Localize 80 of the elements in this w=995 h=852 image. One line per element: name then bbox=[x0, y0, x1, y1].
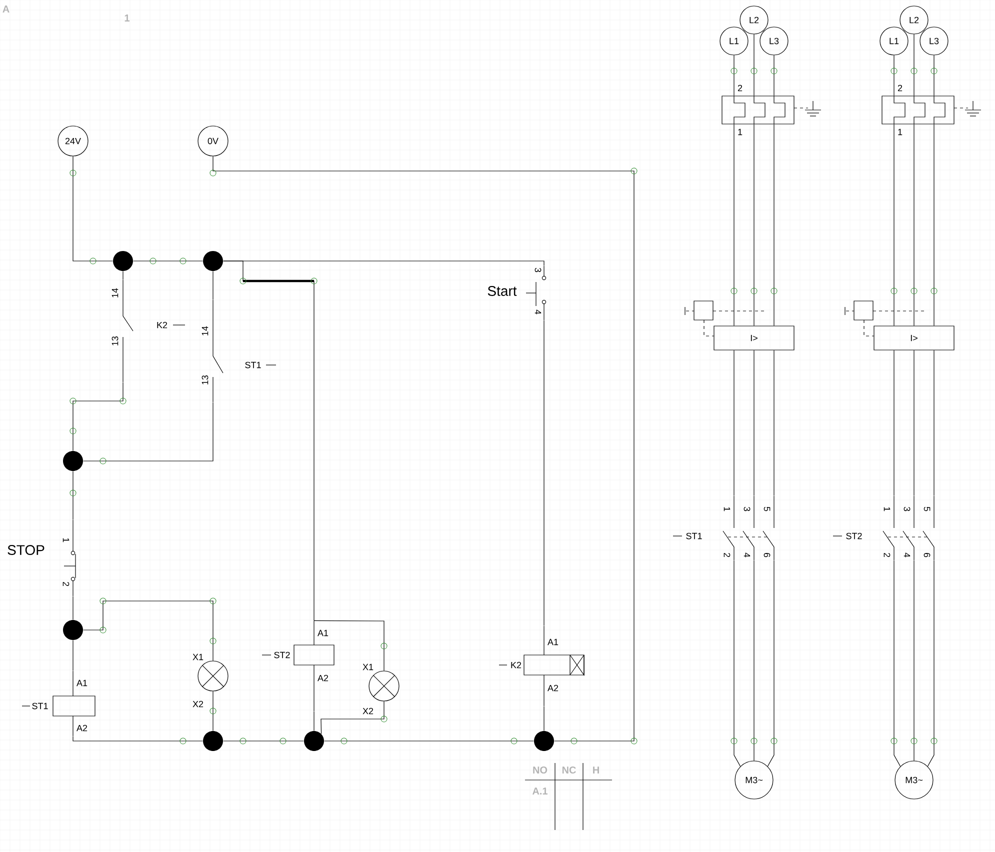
wire bbox=[72, 382, 124, 451]
wire bbox=[927, 560, 934, 767]
terminal-label: 2 bbox=[724, 552, 730, 558]
device-label: ST1 bbox=[245, 362, 276, 368]
wire bbox=[734, 560, 741, 767]
wire bbox=[320, 701, 384, 734]
terminal-label: A2 bbox=[318, 674, 328, 682]
terminal-label: 1 bbox=[738, 128, 742, 136]
terminal-label: 3 bbox=[534, 268, 542, 272]
sheet-label: A bbox=[2, 6, 10, 12]
wire bbox=[212, 691, 214, 731]
row-label: A.1 bbox=[532, 788, 548, 794]
junction-dot bbox=[203, 731, 223, 751]
wire bbox=[324, 740, 534, 742]
device-label: ST2 bbox=[832, 532, 862, 540]
wire bbox=[223, 260, 314, 621]
terminal-label: 4 bbox=[904, 552, 910, 558]
junction-dot bbox=[63, 620, 83, 640]
terminal-label: X1 bbox=[362, 664, 374, 670]
junction-dot bbox=[304, 731, 324, 751]
terminal-label: 1 bbox=[884, 507, 890, 512]
terminal-label: 13 bbox=[112, 336, 118, 346]
terminal-label: 3 bbox=[904, 506, 910, 512]
device-label: Start bbox=[488, 286, 517, 296]
wire bbox=[212, 271, 214, 300]
terminal-label: 6 bbox=[764, 552, 770, 558]
sheet-label: 1 bbox=[124, 14, 130, 22]
device-label: ST1 bbox=[22, 702, 48, 710]
terminal-label: A2 bbox=[548, 684, 558, 692]
junction-dot bbox=[113, 251, 133, 271]
terminal-label: 14 bbox=[202, 326, 208, 336]
terminal-label: A1 bbox=[318, 630, 328, 636]
wire bbox=[72, 640, 74, 671]
wire bbox=[223, 740, 304, 742]
terminal-label: 6 bbox=[924, 552, 930, 558]
wire bbox=[72, 471, 74, 520]
column-heading: H bbox=[593, 766, 599, 774]
junction-dot bbox=[203, 251, 223, 271]
terminal-label: 2 bbox=[898, 84, 902, 92]
wire bbox=[314, 620, 384, 671]
terminal-label: 3 bbox=[744, 506, 750, 512]
column-heading: NO bbox=[533, 766, 548, 774]
wire bbox=[894, 560, 901, 767]
device-label: ST2 bbox=[262, 652, 290, 658]
terminal-label: 1 bbox=[724, 507, 730, 512]
device-label: K2 bbox=[157, 322, 186, 328]
junction-dot bbox=[534, 731, 554, 751]
wire bbox=[83, 402, 214, 462]
device-label: STOP bbox=[8, 545, 44, 555]
terminal-label: 2 bbox=[738, 84, 742, 92]
wire bbox=[72, 736, 203, 742]
terminal-label: 5 bbox=[924, 506, 930, 512]
terminal-label: X1 bbox=[192, 654, 204, 660]
wire bbox=[767, 560, 774, 767]
terminal-label: X2 bbox=[362, 708, 374, 714]
terminal-label: 5 bbox=[764, 506, 770, 512]
column-heading: NC bbox=[562, 766, 576, 774]
wire bbox=[72, 596, 74, 620]
breaker-box: I> bbox=[874, 326, 954, 350]
wire bbox=[212, 156, 634, 742]
junction-dot bbox=[63, 451, 83, 471]
device-label: K2 bbox=[498, 662, 522, 668]
terminal-label: A1 bbox=[548, 638, 558, 646]
wire bbox=[72, 156, 113, 262]
terminal-label: 4 bbox=[534, 310, 542, 314]
terminal-label: 2 bbox=[884, 552, 890, 558]
terminal-label: A2 bbox=[76, 724, 88, 732]
terminal-label: X2 bbox=[192, 700, 204, 708]
terminal-label: 13 bbox=[202, 375, 208, 384]
device-label: ST1 bbox=[672, 532, 702, 540]
terminal-label: A1 bbox=[76, 680, 88, 686]
wire bbox=[83, 600, 214, 661]
terminal-label: 1 bbox=[898, 128, 902, 136]
wire bbox=[133, 260, 203, 262]
terminal-label: 2 bbox=[62, 582, 70, 586]
terminal-label: 14 bbox=[112, 288, 118, 298]
terminal-label: 4 bbox=[744, 552, 750, 558]
terminal-label: 1 bbox=[62, 538, 70, 542]
wire bbox=[122, 271, 124, 280]
breaker-box: I> bbox=[714, 326, 794, 350]
